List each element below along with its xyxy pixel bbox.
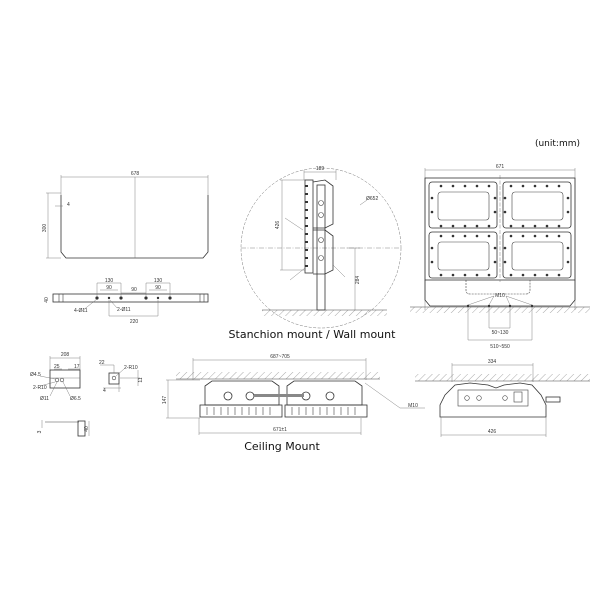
- dim-width: 678: [131, 171, 140, 177]
- hole-b-label: Ø11: [40, 396, 49, 402]
- caption-ceiling-mount: Ceiling Mount: [244, 440, 320, 453]
- dim-ceiling-height: 147: [162, 396, 168, 405]
- small-bracket-detail: [39, 356, 140, 437]
- bracket-top-view: [46, 175, 209, 259]
- dim-depth: 189: [316, 166, 325, 172]
- dim-side-top: 22: [99, 360, 105, 366]
- dim-side-height: 11: [138, 377, 144, 382]
- stanchion-side-view: [240, 167, 402, 329]
- dim-ceiling-side-span: 334: [488, 359, 497, 365]
- dim-thickness: 4: [67, 202, 70, 208]
- dim-offset-left: 25: [54, 364, 60, 370]
- front-view: [410, 168, 590, 341]
- dim-ceiling-base-width: 671±1: [273, 427, 287, 433]
- dim-offset-right: 17: [74, 364, 80, 370]
- unit-label: (unit:mm): [535, 139, 580, 149]
- dim-ceiling-side-base: 426: [488, 429, 497, 435]
- ceiling-side-view: [415, 363, 590, 437]
- dim-ceiling-span: 687~705: [270, 354, 290, 360]
- ceiling-bolt-label: M10: [408, 403, 418, 409]
- hole-a-label: Ø4.5: [30, 372, 41, 378]
- hole-callout-4: 4-Ø11: [74, 308, 88, 314]
- dim-front-width: 671: [496, 164, 505, 170]
- radius-a-label: 2-R10: [33, 385, 47, 391]
- dim-side-height: 426: [275, 221, 281, 230]
- dim-inner-spacing: 50~130: [492, 330, 509, 336]
- caption-stanchion-mount: Stanchion mount / Wall mount: [229, 328, 397, 341]
- hole-callout-2: 2-Ø11: [117, 307, 131, 313]
- dim-profile-height: 40: [84, 426, 90, 432]
- dim-hole-spacing-right: 130: [154, 278, 163, 284]
- dim-swing-diameter: Ø652: [366, 196, 378, 202]
- dim-hole-inner-right: 90: [155, 285, 161, 291]
- dim-height: 300: [42, 224, 48, 233]
- dim-mount-height: 284: [355, 276, 361, 285]
- dim-hole-inner-left: 90: [106, 285, 112, 291]
- bolt-label: M10: [495, 293, 505, 299]
- dim-outer-spacing: 510~550: [490, 344, 510, 350]
- dim-side-thickness: 4: [103, 388, 106, 394]
- ceiling-front-view: [166, 358, 425, 435]
- dim-center-gap: 90: [131, 287, 137, 293]
- hole-c-label: Ø6.5: [70, 396, 81, 402]
- dim-small-width: 208: [61, 352, 70, 358]
- dim-rail-height: 40: [44, 297, 50, 303]
- side-radius-label: 2-R10: [124, 365, 138, 371]
- dim-hole-spacing-left: 130: [105, 278, 114, 284]
- dim-center-distance: 220: [130, 319, 139, 325]
- bracket-rail-view: [52, 282, 209, 317]
- dim-profile-thickness: 3: [37, 430, 43, 433]
